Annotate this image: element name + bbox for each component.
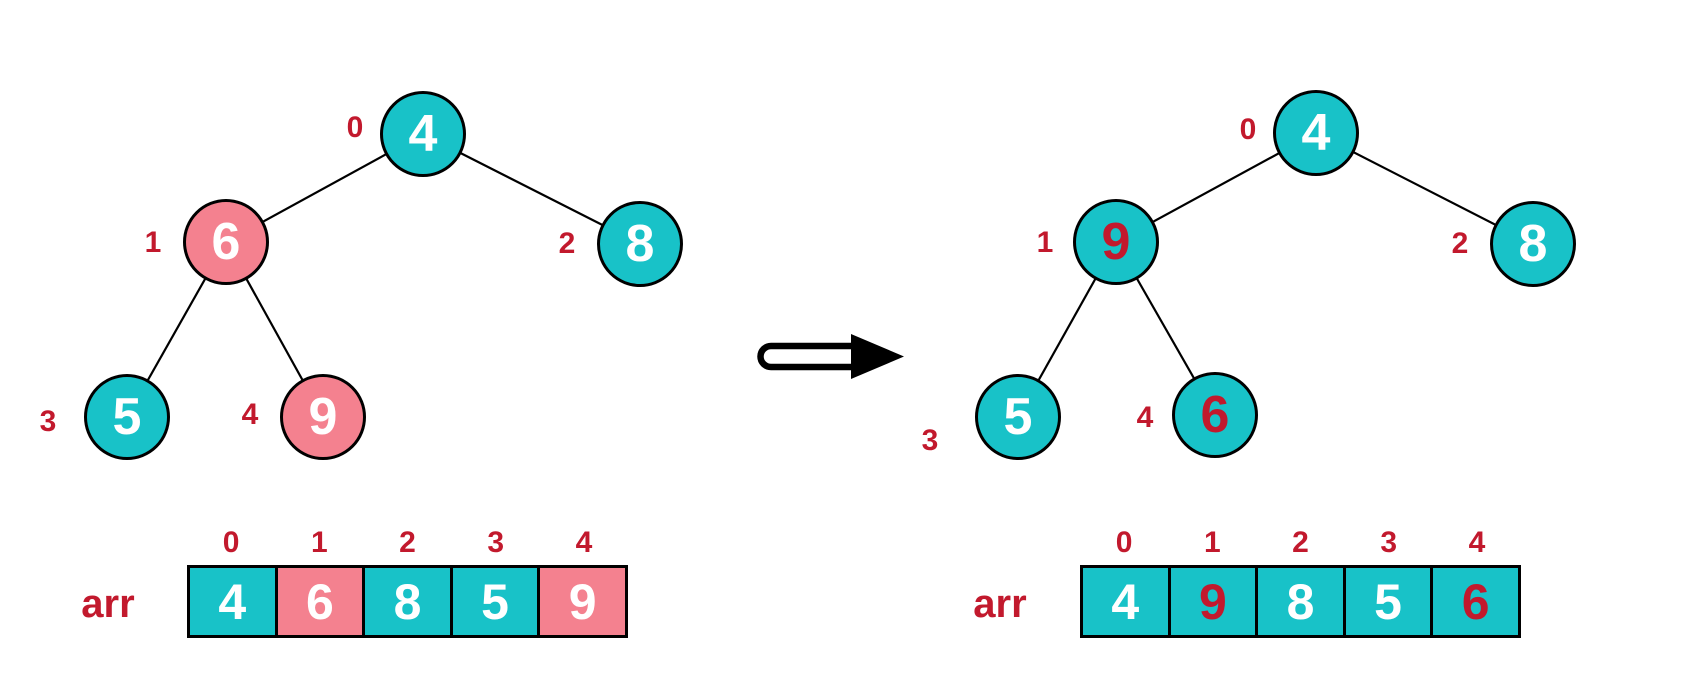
before-array-cell-2: 8 <box>362 568 450 635</box>
after-tree-node-3: 5 <box>975 374 1061 460</box>
after-array-name: arr <box>973 582 1027 626</box>
before-array-index-3: 3 <box>487 526 505 559</box>
before-tree-node-3: 5 <box>84 374 170 460</box>
after-array-cell-3: 5 <box>1342 568 1431 635</box>
before-node-index-3: 3 <box>39 405 57 438</box>
before-tree-node-2: 8 <box>597 201 683 287</box>
right-arrow-glyph <box>757 334 904 379</box>
after-array-cell-4: 6 <box>1430 568 1518 635</box>
before-tree-node-0: 4 <box>380 91 466 177</box>
right-arrow-icon <box>752 331 908 381</box>
before-array-name: arr <box>81 582 135 626</box>
after-array-index-4: 4 <box>1468 526 1486 559</box>
before-array-cell-3: 5 <box>449 568 538 635</box>
after-array-index-2: 2 <box>1292 526 1309 559</box>
after-array-index-3: 3 <box>1380 526 1398 559</box>
before-node-index-1: 1 <box>144 226 162 259</box>
before-array-index-1: 1 <box>310 526 328 559</box>
after-array-cell-1: 9 <box>1167 568 1256 635</box>
before-array-index-0: 0 <box>222 526 240 559</box>
after-tree-node-2: 8 <box>1490 201 1576 287</box>
before-array-cell-0: 4 <box>190 568 275 635</box>
after-array-index-1: 1 <box>1203 526 1221 559</box>
after-node-index-1: 1 <box>1036 226 1054 259</box>
before-array-index-2: 2 <box>399 526 416 559</box>
after-tree-node-1: 9 <box>1073 199 1159 285</box>
after-array-cell-0: 4 <box>1083 568 1168 635</box>
before-array-cell-1: 6 <box>274 568 363 635</box>
after-node-index-2: 2 <box>1451 227 1469 260</box>
after-tree-node-4: 6 <box>1172 372 1258 458</box>
before-tree-node-4: 9 <box>280 374 366 460</box>
before-array-index-row: 0 1 2 3 4 <box>187 525 628 561</box>
before-node-index-0: 0 <box>346 111 364 144</box>
after-array-cell-2: 8 <box>1255 568 1343 635</box>
after-node-index-4: 4 <box>1136 401 1154 434</box>
after-array-index-row: 0 1 2 3 4 <box>1080 525 1521 561</box>
after-tree-node-0: 4 <box>1273 90 1359 176</box>
before-tree-node-1: 6 <box>183 199 269 285</box>
after-node-index-0: 0 <box>1239 113 1257 146</box>
before-node-index-4: 4 <box>241 398 259 431</box>
after-array-index-0: 0 <box>1115 526 1133 559</box>
before-node-index-2: 2 <box>558 227 576 260</box>
after-node-index-3: 3 <box>921 424 939 457</box>
before-array-cell-4: 9 <box>537 568 625 635</box>
before-array-index-4: 4 <box>575 526 593 559</box>
